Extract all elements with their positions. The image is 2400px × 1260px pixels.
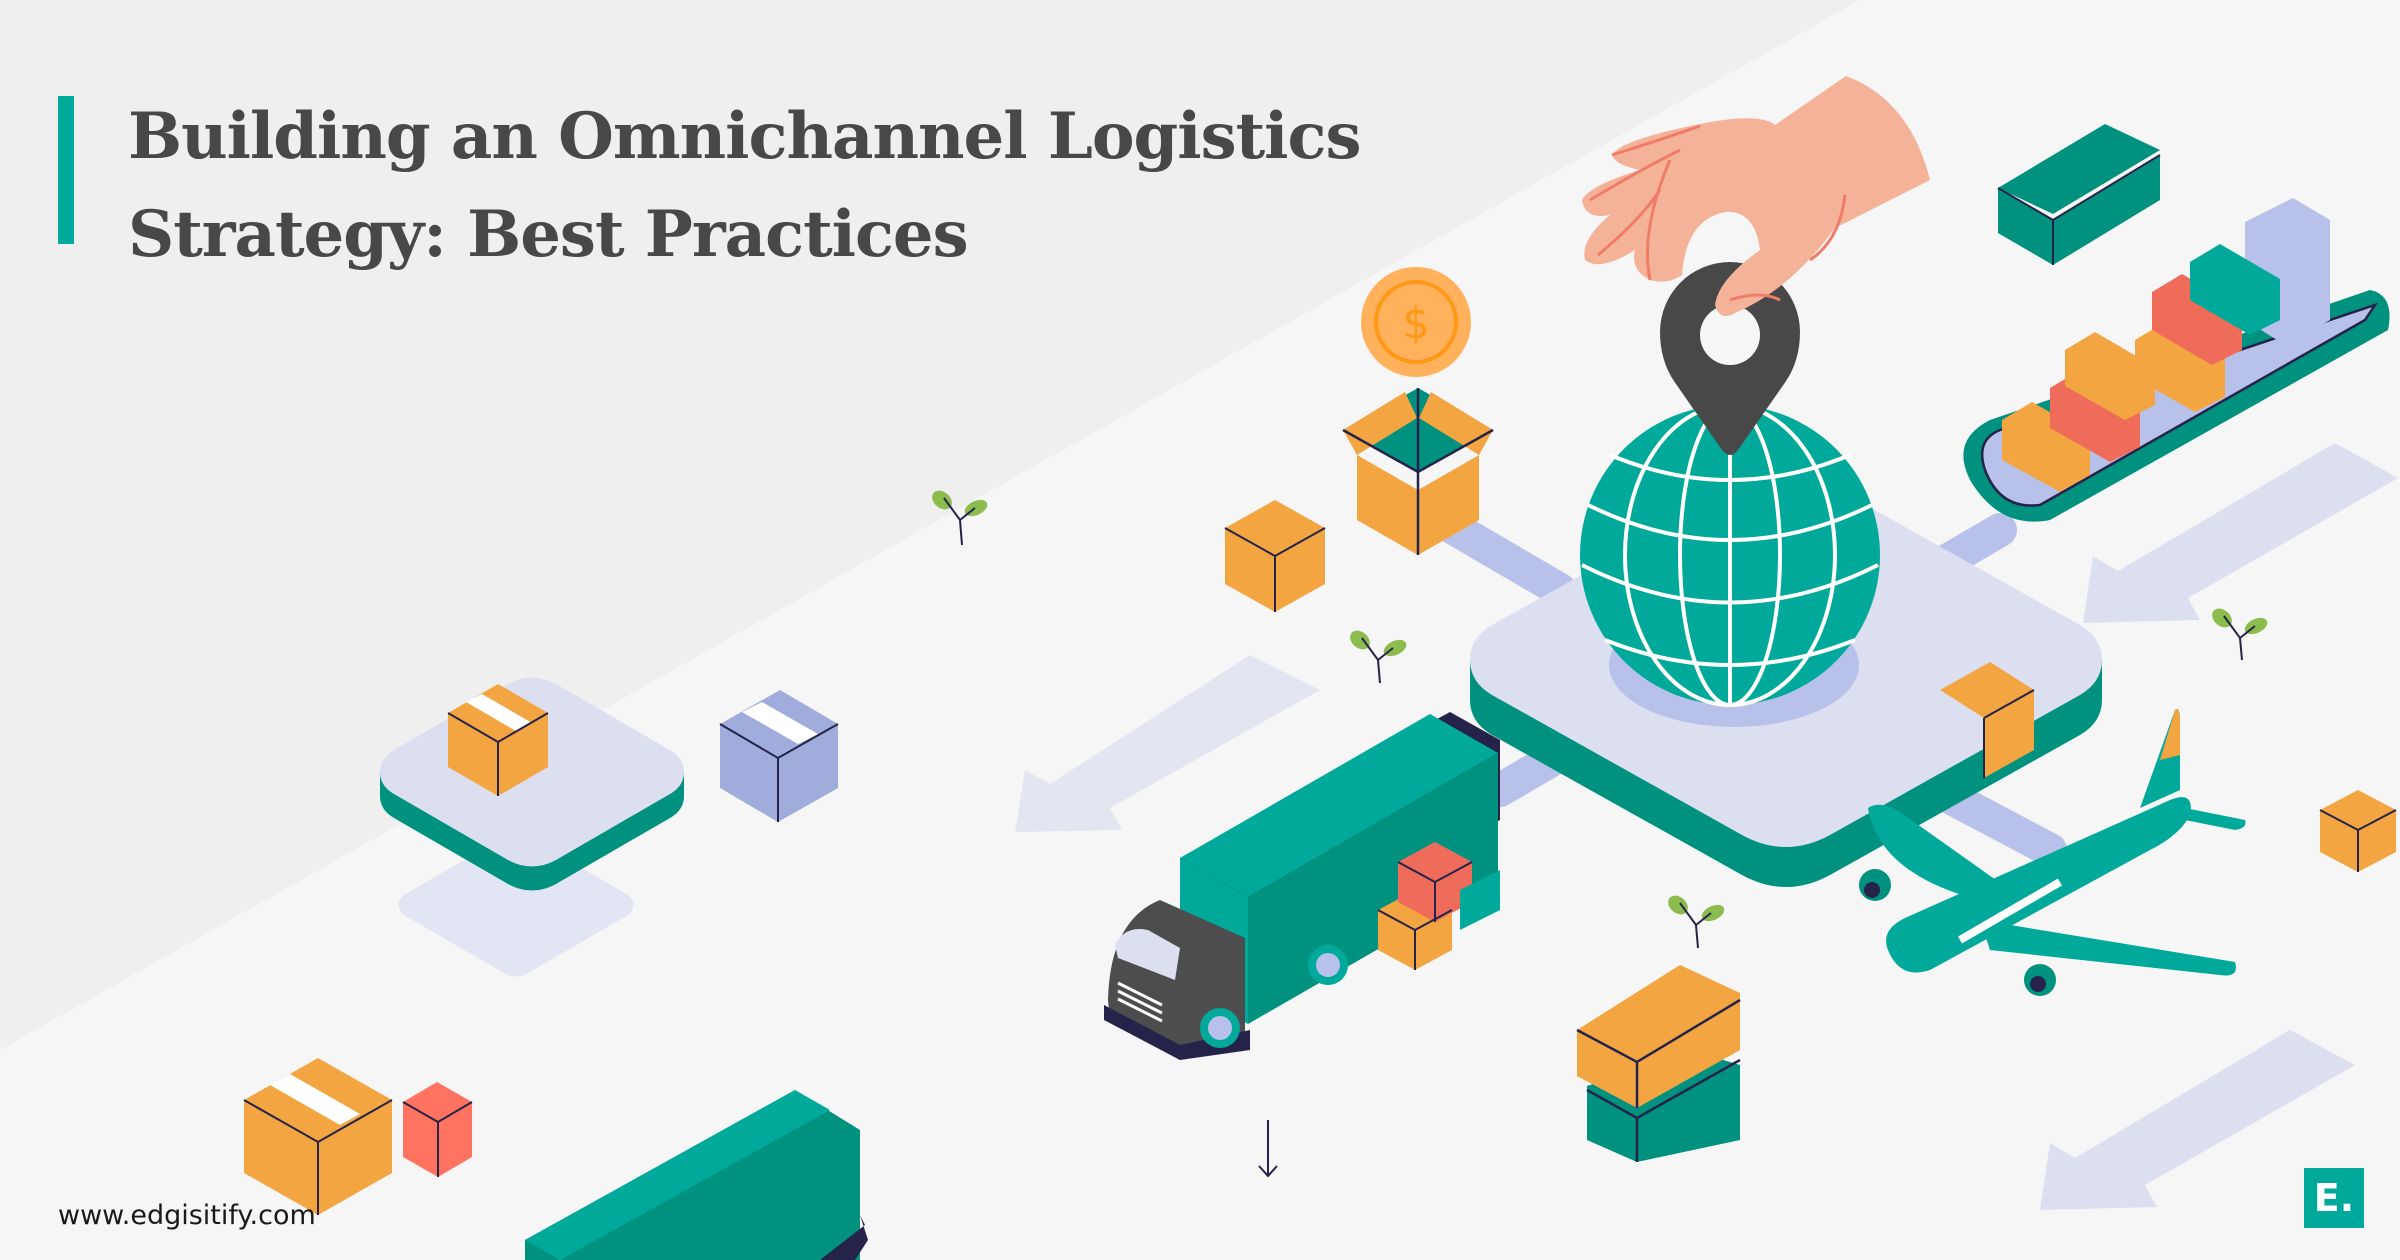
page-title: Building an Omnichannel Logistics Strate… <box>128 88 1528 284</box>
cargo-truck-icon <box>1104 712 1500 1060</box>
shipping-box-icon <box>1940 662 2035 778</box>
airplane-icon <box>1859 708 2246 996</box>
location-pin-icon <box>1660 262 1800 455</box>
shipping-box-icon <box>243 1058 473 1215</box>
cargo-truck-icon <box>525 1090 868 1260</box>
sprout-icon <box>932 490 988 546</box>
container-ship-icon <box>1963 198 2390 522</box>
shipping-box-icon <box>1224 500 1326 612</box>
title-line-1: Building an Omnichannel Logistics <box>128 99 1361 174</box>
sprout-icon <box>2212 608 2268 661</box>
title-line-2: Strategy: Best Practices <box>128 197 969 272</box>
direction-arrow-icon <box>1015 443 2398 1210</box>
brand-logo: E. <box>2304 1168 2364 1228</box>
down-arrow-icon[interactable] <box>1256 1118 1280 1180</box>
globe-icon <box>1580 403 1880 707</box>
sprout-icon <box>1668 895 1725 949</box>
open-box-icon <box>1342 388 1494 555</box>
title-accent-bar <box>58 96 74 244</box>
svg-text:$: $ <box>1402 298 1430 349</box>
shipping-box-icon <box>719 690 839 822</box>
dollar-coin-icon: $ <box>1361 267 1471 377</box>
hand-icon <box>1582 76 1930 317</box>
shipping-box-icon <box>1377 842 1500 970</box>
shipping-container-icon <box>1997 124 2161 265</box>
left-platform <box>380 677 684 977</box>
stacked-containers-icon <box>1576 965 1741 1162</box>
sprout-icon <box>1350 630 1407 684</box>
shipping-box-icon <box>2319 790 2397 872</box>
shipping-box-icon <box>447 684 549 796</box>
website-url[interactable]: www.edgisitify.com <box>58 1200 316 1231</box>
